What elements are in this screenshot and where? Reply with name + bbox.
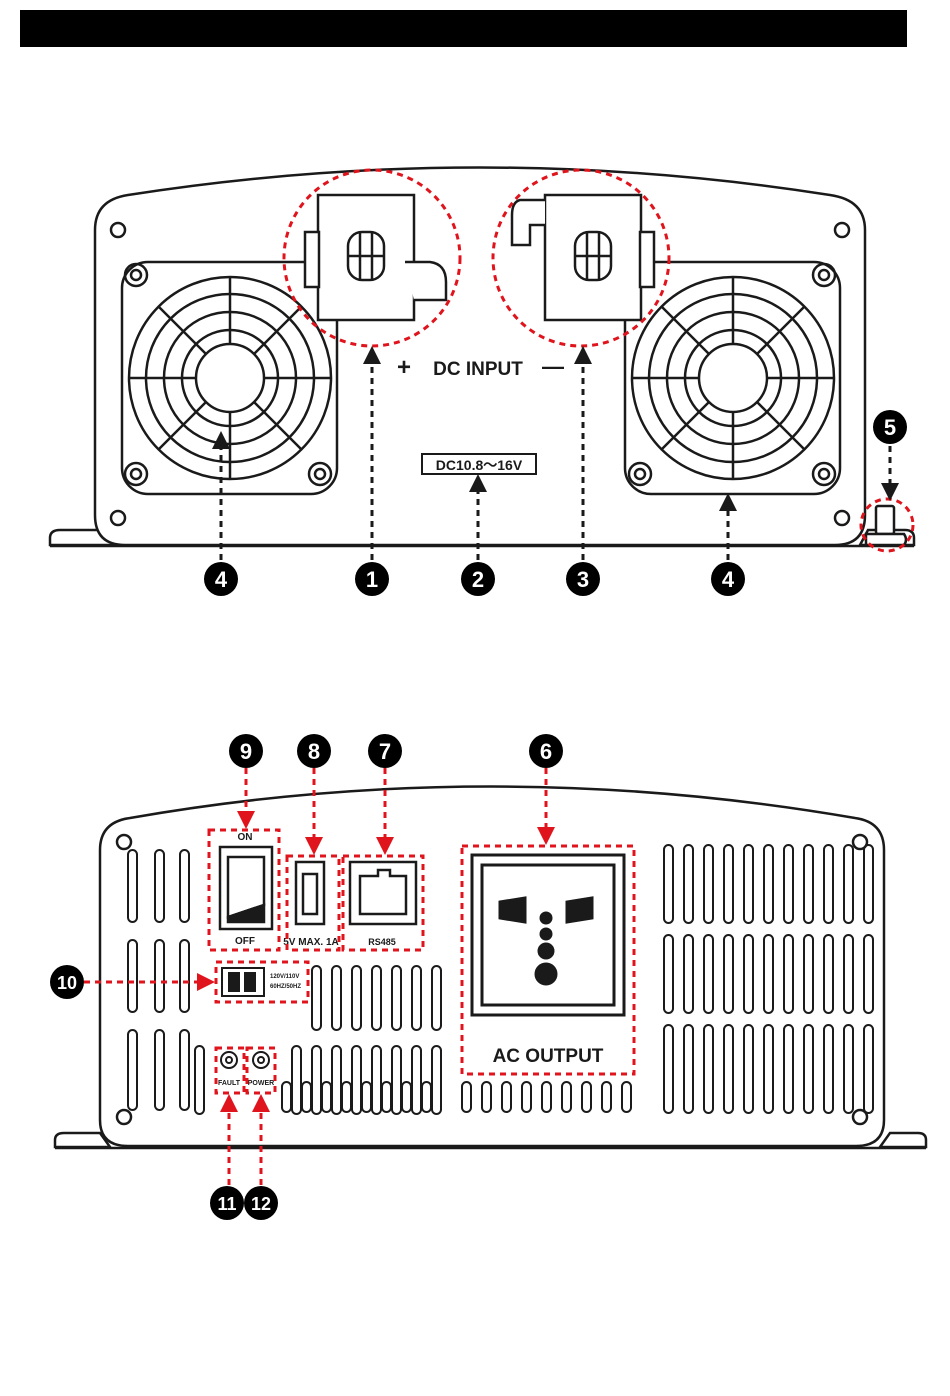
callout-1: 1 bbox=[355, 562, 389, 596]
dip-switch-icon bbox=[222, 968, 264, 996]
rs485-label: RS485 bbox=[368, 937, 396, 947]
dc-input-plus-label: + bbox=[397, 354, 411, 381]
callout-5: 5 bbox=[873, 410, 907, 444]
svg-text:1: 1 bbox=[366, 567, 378, 592]
voltage-label: DC10.8～16V bbox=[436, 457, 523, 473]
svg-text:6: 6 bbox=[540, 739, 552, 764]
switch-off-label: OFF bbox=[235, 936, 255, 947]
callout-12: 12 bbox=[244, 1186, 278, 1220]
power-led-icon bbox=[253, 1052, 269, 1068]
svg-text:12: 12 bbox=[251, 1194, 271, 1214]
svg-text:10: 10 bbox=[57, 973, 77, 993]
callout-4-right: 4 bbox=[711, 562, 745, 596]
dc-input-minus-label: — bbox=[542, 354, 564, 379]
power-switch-icon bbox=[220, 847, 272, 929]
svg-text:11: 11 bbox=[217, 1194, 236, 1214]
front-panel bbox=[50, 168, 914, 547]
fault-led-icon bbox=[221, 1052, 237, 1068]
rear-foot-right bbox=[880, 1133, 926, 1147]
rj45-port-icon bbox=[350, 862, 416, 924]
dip-label-line1: 120V/110V bbox=[270, 974, 299, 980]
ground-terminal-icon bbox=[866, 506, 906, 545]
callout-9: 9 bbox=[229, 734, 263, 768]
svg-text:5: 5 bbox=[884, 415, 896, 440]
callout-10: 10 bbox=[50, 965, 84, 999]
rear-foot-left bbox=[55, 1133, 110, 1147]
svg-text:4: 4 bbox=[215, 567, 228, 592]
dip-label-line2: 60HZ/50HZ bbox=[270, 984, 301, 990]
power-label: POWER bbox=[248, 1080, 274, 1087]
universal-socket-icon bbox=[472, 855, 624, 1015]
ac-output-label: AC OUTPUT bbox=[493, 1046, 604, 1067]
svg-text:2: 2 bbox=[472, 567, 484, 592]
dc-input-label: DC INPUT bbox=[433, 359, 523, 380]
callout-3: 3 bbox=[566, 562, 600, 596]
svg-text:7: 7 bbox=[379, 739, 391, 764]
svg-text:4: 4 bbox=[722, 567, 735, 592]
svg-text:8: 8 bbox=[308, 739, 320, 764]
callout-4-left: 4 bbox=[204, 562, 238, 596]
switch-on-label: ON bbox=[238, 832, 253, 843]
svg-text:9: 9 bbox=[240, 739, 252, 764]
callout-8: 8 bbox=[297, 734, 331, 768]
fault-label: FAULT bbox=[218, 1080, 241, 1087]
callout-6: 6 bbox=[529, 734, 563, 768]
usb-port-icon bbox=[296, 862, 324, 924]
callout-11: 11 bbox=[210, 1186, 244, 1220]
svg-text:3: 3 bbox=[577, 567, 589, 592]
usb-label: 5V MAX. 1A bbox=[283, 937, 339, 948]
callout-2: 2 bbox=[461, 562, 495, 596]
callout-7: 7 bbox=[368, 734, 402, 768]
